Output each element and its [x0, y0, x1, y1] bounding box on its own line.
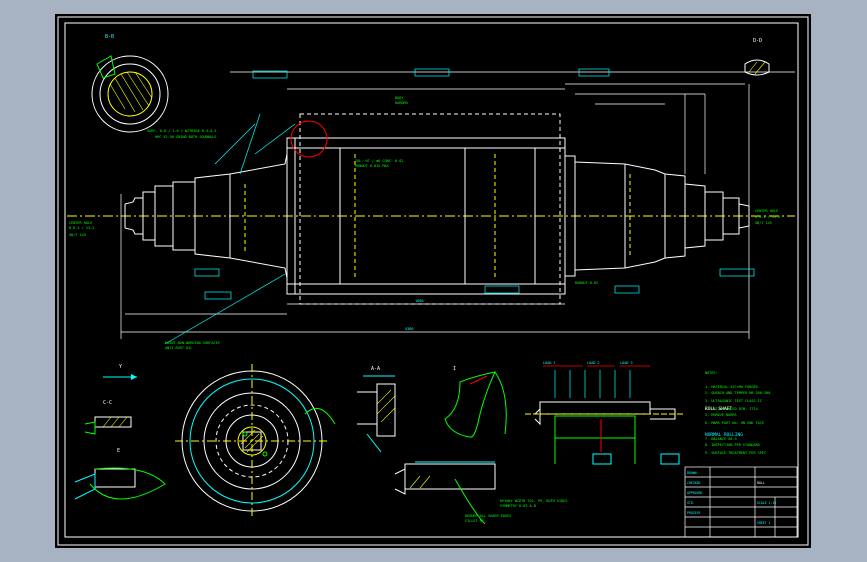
roll-bore-dashed [299, 113, 561, 305]
drawing-subtitle: NORMAL ROLLING [705, 432, 743, 438]
svg-text:7. BALANCE G6.3: 7. BALANCE G6.3 [705, 437, 737, 441]
svg-text:2. QUENCH AND TEMPER HB 260-30: 2. QUENCH AND TEMPER HB 260-300 [705, 391, 770, 395]
dimension-values: 4380 1600 [405, 299, 423, 331]
svg-text:ROLL: ROLL [757, 481, 765, 485]
svg-text:9. SURFACE TREATMENT PER SPEC: 9. SURFACE TREATMENT PER SPEC [705, 451, 766, 455]
svg-text:DEBURR ALL SHARP EDGES: DEBURR ALL SHARP EDGES [465, 514, 511, 518]
overall-length-dim: 4380 [405, 327, 413, 331]
roll-body [286, 137, 566, 295]
detail-circle-left [290, 120, 328, 158]
section-bb-label: B-B [105, 34, 114, 40]
svg-text:PROCESS: PROCESS [687, 511, 701, 515]
svg-text:5. REMOVE BURRS: 5. REMOVE BURRS [705, 413, 737, 417]
svg-text:3. ULTRASONIC TEST CLASS II: 3. ULTRASONIC TEST CLASS II [705, 399, 762, 403]
section-dd-label: D-D [753, 38, 762, 44]
dimension-lines [120, 71, 795, 339]
end-view [175, 364, 336, 519]
svg-text:ANTI-RUST OIL: ANTI-RUST OIL [165, 346, 192, 350]
lower-left-details: Y C-C E [74, 364, 166, 500]
arrow-e-label: E [117, 448, 120, 454]
svg-text:KEYWAY WIDTH TOL. P9, BOTH SID: KEYWAY WIDTH TOL. P9, BOTH SIDES [500, 499, 567, 503]
svg-text:6. MARK PART No. ON END FACE: 6. MARK PART No. ON END FACE [705, 421, 764, 425]
svg-text:B 6.3 / 13.2: B 6.3 / 13.2 [69, 226, 94, 230]
main-view-notes: SURF. 0.8 / 1.6 / NITRIDE 0.3-0.5 HRC 52… [69, 96, 780, 350]
title-block [684, 466, 798, 538]
detail-i-view: I [444, 366, 507, 438]
svg-text:B 6.3 / 13.2: B 6.3 / 13.2 [755, 215, 780, 219]
svg-text:CENTER HOLE: CENTER HOLE [755, 209, 778, 213]
svg-text:SHEET 1: SHEET 1 [757, 521, 771, 525]
technical-notes: NOTES: 1. MATERIAL 42CrMo FORGED 2. QUEN… [705, 371, 770, 455]
left-journal [124, 153, 288, 279]
svg-text:8. INSPECTION PER STANDARD: 8. INSPECTION PER STANDARD [705, 443, 760, 447]
svg-text:HRC 52-56 GRIND BOTH JOURNALS: HRC 52-56 GRIND BOTH JOURNALS [155, 135, 216, 139]
arrow-y-label: Y [119, 364, 122, 370]
section-cc-label: C-C [103, 400, 112, 406]
inner-border [64, 22, 799, 538]
svg-text:SYMMETRY 0.03 A-B: SYMMETRY 0.03 A-B [500, 504, 536, 508]
title-block-text: DRAWN CHECKED APPROVED STD. PROCESS ROLL… [687, 471, 776, 525]
svg-text:1. MATERIAL 42CrMo FORGED: 1. MATERIAL 42CrMo FORGED [705, 385, 758, 389]
cyan-annotations [164, 68, 755, 345]
svg-text:SCALE 1:10: SCALE 1:10 [757, 501, 776, 505]
arrow-i-label: I [453, 366, 456, 372]
svg-text:SURF. 0.8 / 1.6 / NITRIDE 0.3-: SURF. 0.8 / 1.6 / NITRIDE 0.3-0.5 [147, 129, 217, 133]
svg-text:DRAWN: DRAWN [687, 471, 697, 475]
right-journal [565, 155, 750, 277]
drawing-sheet: SURF. 0.8 / 1.6 / NITRIDE 0.3-0.5 HRC 52… [55, 14, 811, 548]
main-shaft-view [67, 55, 795, 345]
svg-text:RUNOUT 0.02: RUNOUT 0.02 [575, 281, 598, 285]
svg-text:HARDEN: HARDEN [395, 101, 408, 105]
drawing-caption: ROLL SHAFT [705, 406, 732, 412]
svg-text:CENTER HOLE: CENTER HOLE [69, 221, 92, 225]
section-aa-view: A-A [357, 366, 396, 453]
svg-text:PAINT NON-WORKING SURFACES: PAINT NON-WORKING SURFACES [165, 341, 220, 345]
svg-text:LOAD 1: LOAD 1 [543, 361, 556, 365]
svg-text:LOAD 3: LOAD 3 [620, 361, 633, 365]
detail-circle-bb [91, 55, 169, 133]
svg-text:GB/T 145: GB/T 145 [69, 233, 86, 237]
svg-text:TOL. H7 / m6 CONC. 0.02: TOL. H7 / m6 CONC. 0.02 [355, 159, 403, 163]
svg-text:STD.: STD. [687, 501, 695, 505]
svg-text:RUNOUT 0.015 MAX: RUNOUT 0.015 MAX [355, 164, 390, 168]
svg-text:BODY: BODY [395, 96, 404, 100]
svg-text:CHECKED: CHECKED [687, 481, 701, 485]
svg-text:4. UNTOLERANCED DIM. IT14: 4. UNTOLERANCED DIM. IT14 [705, 407, 758, 411]
keyway-notes: KEYWAY WIDTH TOL. P9, BOTH SIDES SYMMETR… [465, 499, 567, 523]
outer-border [57, 16, 809, 546]
svg-text:LOAD 2: LOAD 2 [587, 361, 600, 365]
svg-text:NOTES:: NOTES: [705, 371, 718, 375]
svg-text:APPROVED: APPROVED [687, 491, 702, 495]
body-length-dim: 1600 [415, 299, 423, 303]
load-diagram: LOAD 1 LOAD 2 LOAD 3 [525, 361, 685, 465]
hidden-lines [244, 154, 631, 279]
section-dd-view: D-D [744, 38, 770, 76]
svg-text:FILLET R1: FILLET R1 [465, 519, 484, 523]
section-aa-label: A-A [371, 366, 380, 372]
keyway-detail [394, 461, 496, 525]
svg-text:GB/T 145: GB/T 145 [755, 221, 772, 225]
section-bb-view: B-B [96, 34, 161, 125]
